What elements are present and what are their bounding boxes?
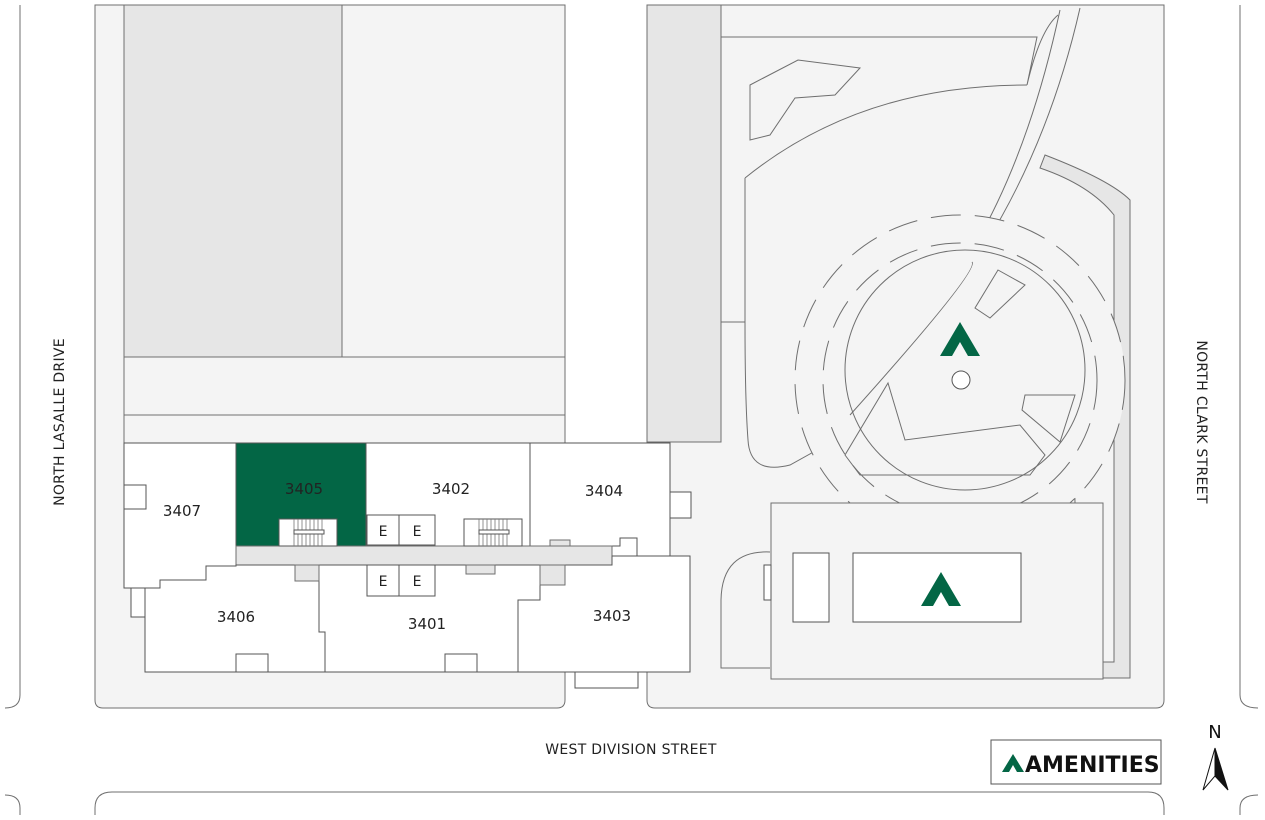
legend-amenities: AMENITIES bbox=[990, 739, 1162, 785]
legend-label: AMENITIES bbox=[1025, 753, 1160, 778]
plaza-diagonal bbox=[849, 261, 973, 416]
building-east-strip bbox=[646, 4, 722, 443]
fountain-center bbox=[951, 370, 971, 390]
street-label-west: NORTH LASALLE DRIVE bbox=[52, 338, 68, 506]
elevator-label: E bbox=[379, 574, 388, 590]
amenity-triangle-icon bbox=[940, 322, 980, 356]
plaza-arc bbox=[744, 84, 1028, 179]
elevator-label: E bbox=[413, 574, 422, 590]
building-podium bbox=[123, 356, 566, 416]
stair-icon bbox=[278, 518, 338, 547]
elevator-group-south: E E bbox=[366, 564, 436, 597]
door bbox=[763, 564, 772, 601]
unit-label: 3401 bbox=[408, 615, 446, 633]
column bbox=[444, 653, 478, 673]
shaft bbox=[294, 564, 320, 582]
street-label-east: NORTH CLARK STREET bbox=[1193, 340, 1209, 504]
shaft bbox=[549, 539, 571, 547]
road-edge-south bbox=[94, 791, 1165, 815]
plaza-edge bbox=[721, 178, 836, 468]
column bbox=[235, 653, 269, 673]
road-edge-east-lower bbox=[1239, 794, 1259, 815]
building-tower bbox=[123, 4, 343, 358]
street-label-south: WEST DIVISION STREET bbox=[545, 742, 717, 758]
corridor bbox=[235, 545, 613, 566]
plaza-walk-1 bbox=[984, 7, 1081, 246]
amenity-triangle-icon bbox=[1002, 754, 1024, 772]
shaft bbox=[539, 564, 566, 586]
elevator-label: E bbox=[413, 524, 422, 540]
amenity-room bbox=[792, 552, 830, 623]
elevator-group-north: E E bbox=[366, 514, 436, 546]
unit-label: 3404 bbox=[585, 482, 623, 500]
plaza-path bbox=[721, 14, 1059, 86]
planter-4 bbox=[844, 381, 1046, 476]
road-edge-west bbox=[4, 5, 21, 709]
road-edge-east bbox=[1239, 5, 1259, 709]
stair-icon bbox=[463, 518, 523, 547]
column bbox=[669, 491, 692, 519]
north-arrow-icon: N bbox=[1202, 722, 1229, 791]
amenity-triangle-icon bbox=[921, 572, 961, 606]
unit-label: 3403 bbox=[593, 607, 631, 625]
planter-3 bbox=[1021, 394, 1076, 443]
unit-label: 3405 bbox=[285, 480, 323, 498]
compass-label: N bbox=[1208, 722, 1221, 743]
elevator-label: E bbox=[379, 524, 388, 540]
plaza-fountain bbox=[844, 249, 1086, 491]
plaza-ring-inner bbox=[822, 242, 1098, 518]
unit-label: 3402 bbox=[432, 480, 470, 498]
unit-label: 3407 bbox=[163, 502, 201, 520]
shaft bbox=[465, 564, 496, 575]
building-podium-lower bbox=[123, 414, 566, 444]
entry bbox=[574, 671, 639, 689]
amenity-lawn bbox=[720, 551, 771, 669]
unit-label: 3406 bbox=[217, 608, 255, 626]
column bbox=[123, 484, 147, 510]
planter bbox=[749, 59, 862, 141]
planter-2 bbox=[974, 269, 1026, 319]
road-edge-west-lower bbox=[4, 794, 21, 815]
